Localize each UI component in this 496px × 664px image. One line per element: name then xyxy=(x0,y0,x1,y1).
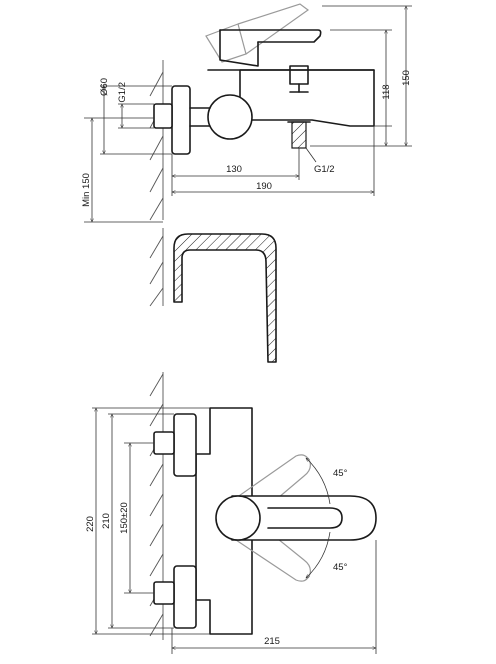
rosette-bottom-front xyxy=(153,565,197,629)
lever-raised-ghost xyxy=(205,3,310,63)
label-angle-up: 45° xyxy=(333,468,348,479)
angle-arcs xyxy=(306,458,331,578)
wall-section xyxy=(149,228,164,307)
lever-closed xyxy=(219,29,322,67)
label-outlet-thread: G1/2 xyxy=(314,164,335,175)
rosette-top-front xyxy=(153,413,197,477)
label-depth-total: 190 xyxy=(256,181,272,192)
label-front-height-inner: 210 xyxy=(101,513,112,529)
label-front-width: 215 xyxy=(264,636,280,647)
label-wall-clearance: Min 150 xyxy=(81,173,92,207)
label-diameter: Ø60 xyxy=(99,78,110,96)
label-depth-outlet: 130 xyxy=(226,164,242,175)
label-height-spout: 118 xyxy=(381,84,392,99)
wall-side xyxy=(149,60,164,221)
outlet-thread xyxy=(287,121,311,149)
profile-section xyxy=(173,233,277,363)
cartridge-body xyxy=(207,94,253,140)
label-angle-down: 45° xyxy=(333,562,348,573)
wall-rosette-side xyxy=(153,85,211,155)
front-dimensions xyxy=(92,407,377,654)
front-view: 220 210 150±20 215 45° 45° xyxy=(85,372,377,654)
label-center-distance: 150±20 xyxy=(119,502,130,534)
mixer-body-side xyxy=(207,65,375,127)
lever-front xyxy=(215,495,377,541)
side-dimensions xyxy=(84,5,412,223)
side-view: Ø60 G1/2 Min 150 150 118 130 G1/2 190 xyxy=(81,3,412,223)
label-front-height-total: 220 xyxy=(85,516,96,532)
section-view xyxy=(149,228,277,363)
label-height-top: 150 xyxy=(401,70,412,86)
label-inlet-thread: G1/2 xyxy=(117,82,128,103)
